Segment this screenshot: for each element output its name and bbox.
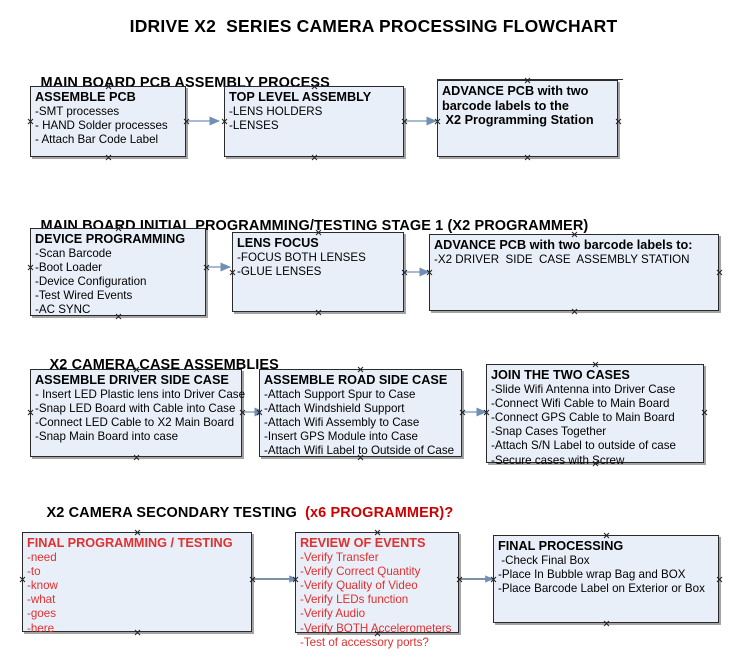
node-line: -Place In Bubble wrap Bag and BOX — [498, 567, 686, 581]
node-line: barcode labels to the — [442, 98, 569, 113]
node-line: -Attach Wifi Label to Outside of Case — [264, 444, 455, 458]
node-line: -Attach Wifi Assembly to Case — [264, 415, 420, 429]
node-line: - Insert LED Plastic lens into Driver Ca… — [35, 387, 246, 401]
node-title: FINAL PROGRAMMING / TESTING — [27, 536, 233, 550]
node-title: LENS FOCUS — [237, 236, 319, 250]
decorative-rule — [437, 79, 623, 80]
node-line: -need — [27, 550, 57, 564]
node-assemble-pcb[interactable]: ASSEMBLE PCB -SMT processes - HAND Solde… — [30, 86, 186, 157]
node-line: -Secure cases with Screw — [491, 453, 625, 467]
node-line: -Verify BOTH Accelerometers — [300, 621, 452, 635]
node-title: ADVANCE PCB with two — [442, 84, 589, 98]
node-line: -Insert GPS Module into Case — [264, 430, 419, 444]
node-line: -FOCUS BOTH LENSES — [237, 250, 366, 264]
node-line: -GLUE LENSES — [237, 264, 322, 278]
node-join-the-two-cases[interactable]: JOIN THE TWO CASES -Slide Wifi Antenna i… — [486, 364, 704, 467]
node-line: -know — [27, 578, 58, 592]
node-line: -Attach Support Spur to Case — [264, 387, 416, 401]
node-line: -Slide Wifi Antenna into Driver Case — [491, 382, 676, 396]
node-review-of-events[interactable]: REVIEW OF EVENTS -Verify Transfer -Verif… — [295, 532, 459, 649]
node-line: - Attach Bar Code Label — [35, 132, 159, 146]
node-line: -LENS HOLDERS — [229, 104, 323, 118]
section-header-x2-camera-secondary-testing: X2 CAMERA SECONDARY TESTING (x6 PROGRAMM… — [30, 489, 454, 537]
node-line: -Verify Audio — [300, 607, 366, 621]
node-line: -Connect Wifi Cable to Main Board — [491, 396, 670, 410]
node-line: -Snap LED Board with Cable into Case — [35, 401, 236, 415]
node-line: -goes — [27, 607, 57, 621]
node-top-level-assembly[interactable]: TOP LEVEL ASSEMBLY -LENS HOLDERS -LENSES — [224, 86, 404, 157]
node-advance-pcb-to-driver-side-case-assembly[interactable]: ADVANCE PCB with two barcode labels to: … — [429, 234, 719, 311]
node-title: ASSEMBLE DRIVER SIDE CASE — [35, 373, 229, 387]
node-line: -Verify Correct Quantity — [300, 564, 421, 578]
node-line: -Attach S/N Label to outside of case — [491, 439, 676, 453]
node-line: -Verify Quality of Video — [300, 578, 418, 592]
node-line: -Snap Main Board into case — [35, 430, 179, 444]
node-line: -X2 DRIVER SIDE CASE ASSEMBLY STATION — [434, 252, 690, 266]
node-line: -Check Final Box — [498, 553, 590, 567]
node-title: DEVICE PROGRAMMING — [35, 232, 186, 246]
node-assemble-road-side-case[interactable]: ASSEMBLE ROAD SIDE CASE -Attach Support … — [259, 369, 462, 457]
node-line: -Place Barcode Label on Exterior or Box — [498, 581, 705, 595]
node-advance-pcb-to-x2-programming-station[interactable]: ADVANCE PCB with two barcode labels to t… — [437, 80, 618, 157]
node-title: FINAL PROCESSING — [498, 539, 624, 553]
node-line: - HAND Solder processes — [35, 118, 168, 132]
node-title: ASSEMBLE PCB — [35, 90, 136, 104]
node-title: REVIEW OF EVENTS — [300, 536, 426, 550]
node-final-programming-testing[interactable]: FINAL PROGRAMMING / TESTING -need -to -k… — [22, 532, 252, 635]
node-line: -Verify Transfer — [300, 550, 379, 564]
node-title: TOP LEVEL ASSEMBLY — [229, 90, 372, 104]
node-title: ASSEMBLE ROAD SIDE CASE — [264, 373, 448, 387]
node-line: -to — [27, 564, 41, 578]
node-line: -Attach Windshield Support — [264, 401, 405, 415]
node-lens-focus[interactable]: LENS FOCUS -FOCUS BOTH LENSES -GLUE LENS… — [232, 232, 404, 312]
node-assemble-driver-side-case[interactable]: ASSEMBLE DRIVER SIDE CASE - Insert LED P… — [30, 369, 246, 457]
node-line: -Snap Cases Together — [491, 425, 607, 439]
node-title: ADVANCE PCB with two barcode labels to: — [434, 238, 693, 252]
node-line: -LENSES — [229, 118, 279, 132]
page-title: IDRIVE X2 SERIES CAMERA PROCESSING FLOWC… — [129, 16, 618, 36]
node-line: -Verify LEDs function — [300, 593, 409, 607]
node-line: -Device Configuration — [35, 274, 147, 288]
node-line: -what — [27, 593, 56, 607]
node-final-processing[interactable]: FINAL PROCESSING -Check Final Box -Place… — [493, 535, 719, 623]
node-device-programming[interactable]: DEVICE PROGRAMMING -Scan Barcode -Boot L… — [30, 228, 206, 316]
node-line: X2 Programming Station — [442, 113, 594, 127]
node-line: -AC SYNC — [35, 303, 91, 317]
node-line: -Connect LED Cable to X2 Main Board — [35, 415, 235, 429]
node-line-overflow: -Test of accessory ports? — [300, 635, 429, 649]
section-header-accent: (x6 PROGRAMMER)? — [305, 505, 454, 521]
node-line: -here — [27, 621, 55, 635]
section-header-text: X2 CAMERA SECONDARY TESTING — [46, 505, 306, 521]
node-line: -Connect GPS Cable to Main Board — [491, 410, 675, 424]
node-line: -Boot Loader — [35, 260, 103, 274]
node-line: -Test Wired Events — [35, 289, 133, 303]
node-line: -SMT processes — [35, 104, 120, 118]
node-line: -Scan Barcode — [35, 246, 112, 260]
node-title: JOIN THE TWO CASES — [491, 368, 630, 382]
